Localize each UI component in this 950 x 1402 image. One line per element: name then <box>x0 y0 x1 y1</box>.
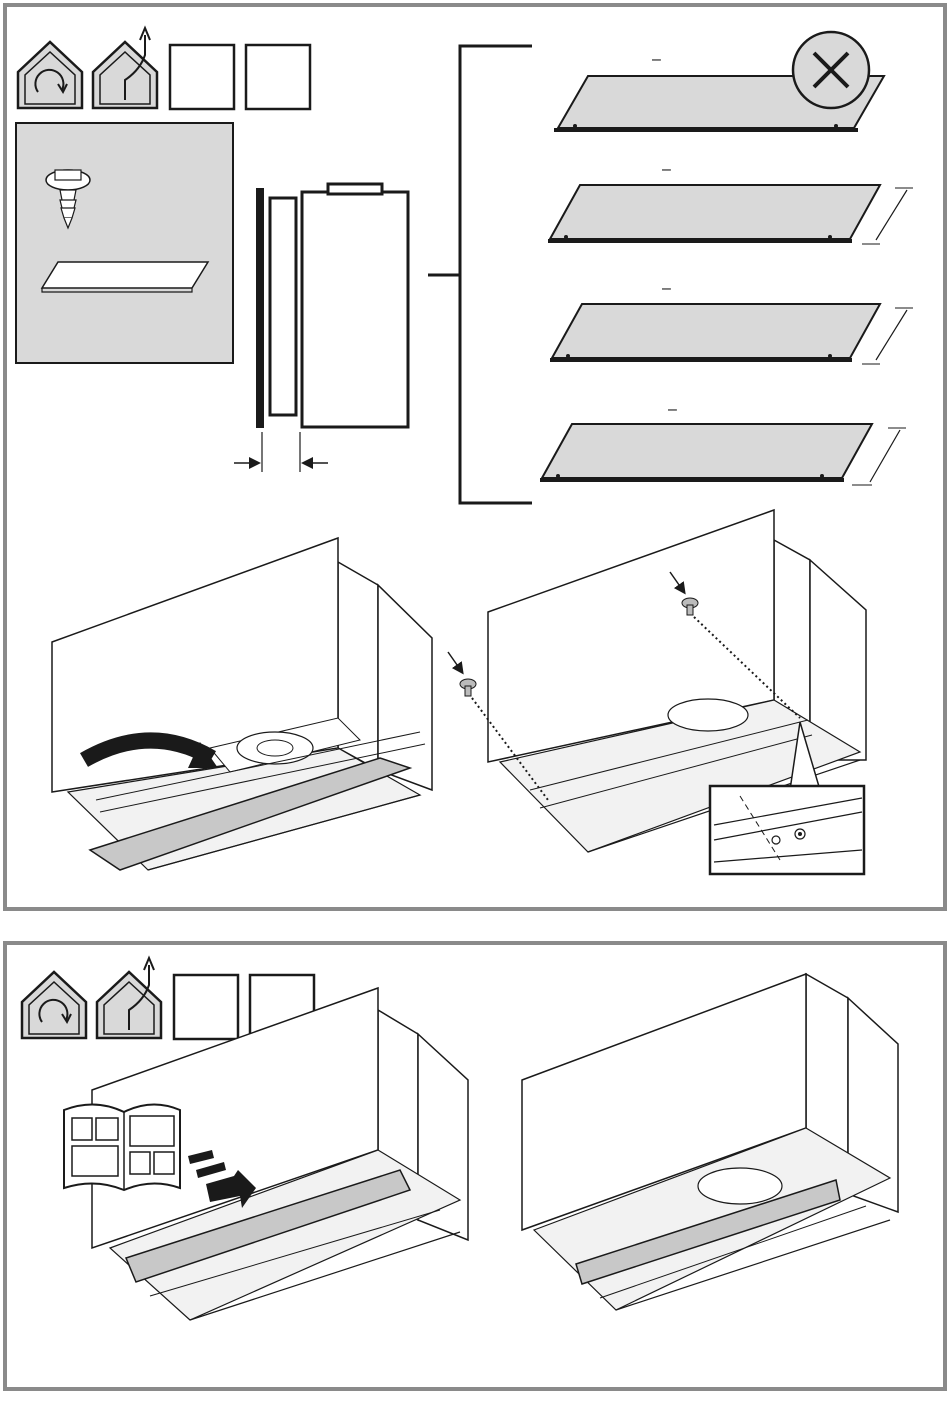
filter-option-3-label: – <box>662 281 671 297</box>
hood-screw-filter-illustration <box>448 510 866 874</box>
step-panel-filter-install <box>3 941 947 1391</box>
screw-left-icon <box>460 679 476 696</box>
filter-option-2 <box>548 185 913 244</box>
options-bracket <box>428 46 532 503</box>
filter-option-3 <box>550 304 913 364</box>
extraction-house-icon <box>93 28 157 108</box>
filter-option-4-label: – <box>668 402 677 418</box>
filter-option-2-label: – <box>662 162 671 178</box>
hood-insert-filter-illustration <box>52 538 432 870</box>
empty-box-1 <box>170 45 234 109</box>
side-profile-diagram <box>234 184 408 472</box>
empty-box-2 <box>246 45 310 109</box>
parts-box <box>16 123 233 363</box>
filter-option-1-label: – <box>652 52 661 68</box>
filter-panel-small-icon <box>42 262 208 292</box>
filter-option-4 <box>540 424 906 485</box>
not-allowed-icon <box>793 32 869 108</box>
recirculation-house-icon <box>18 42 82 108</box>
